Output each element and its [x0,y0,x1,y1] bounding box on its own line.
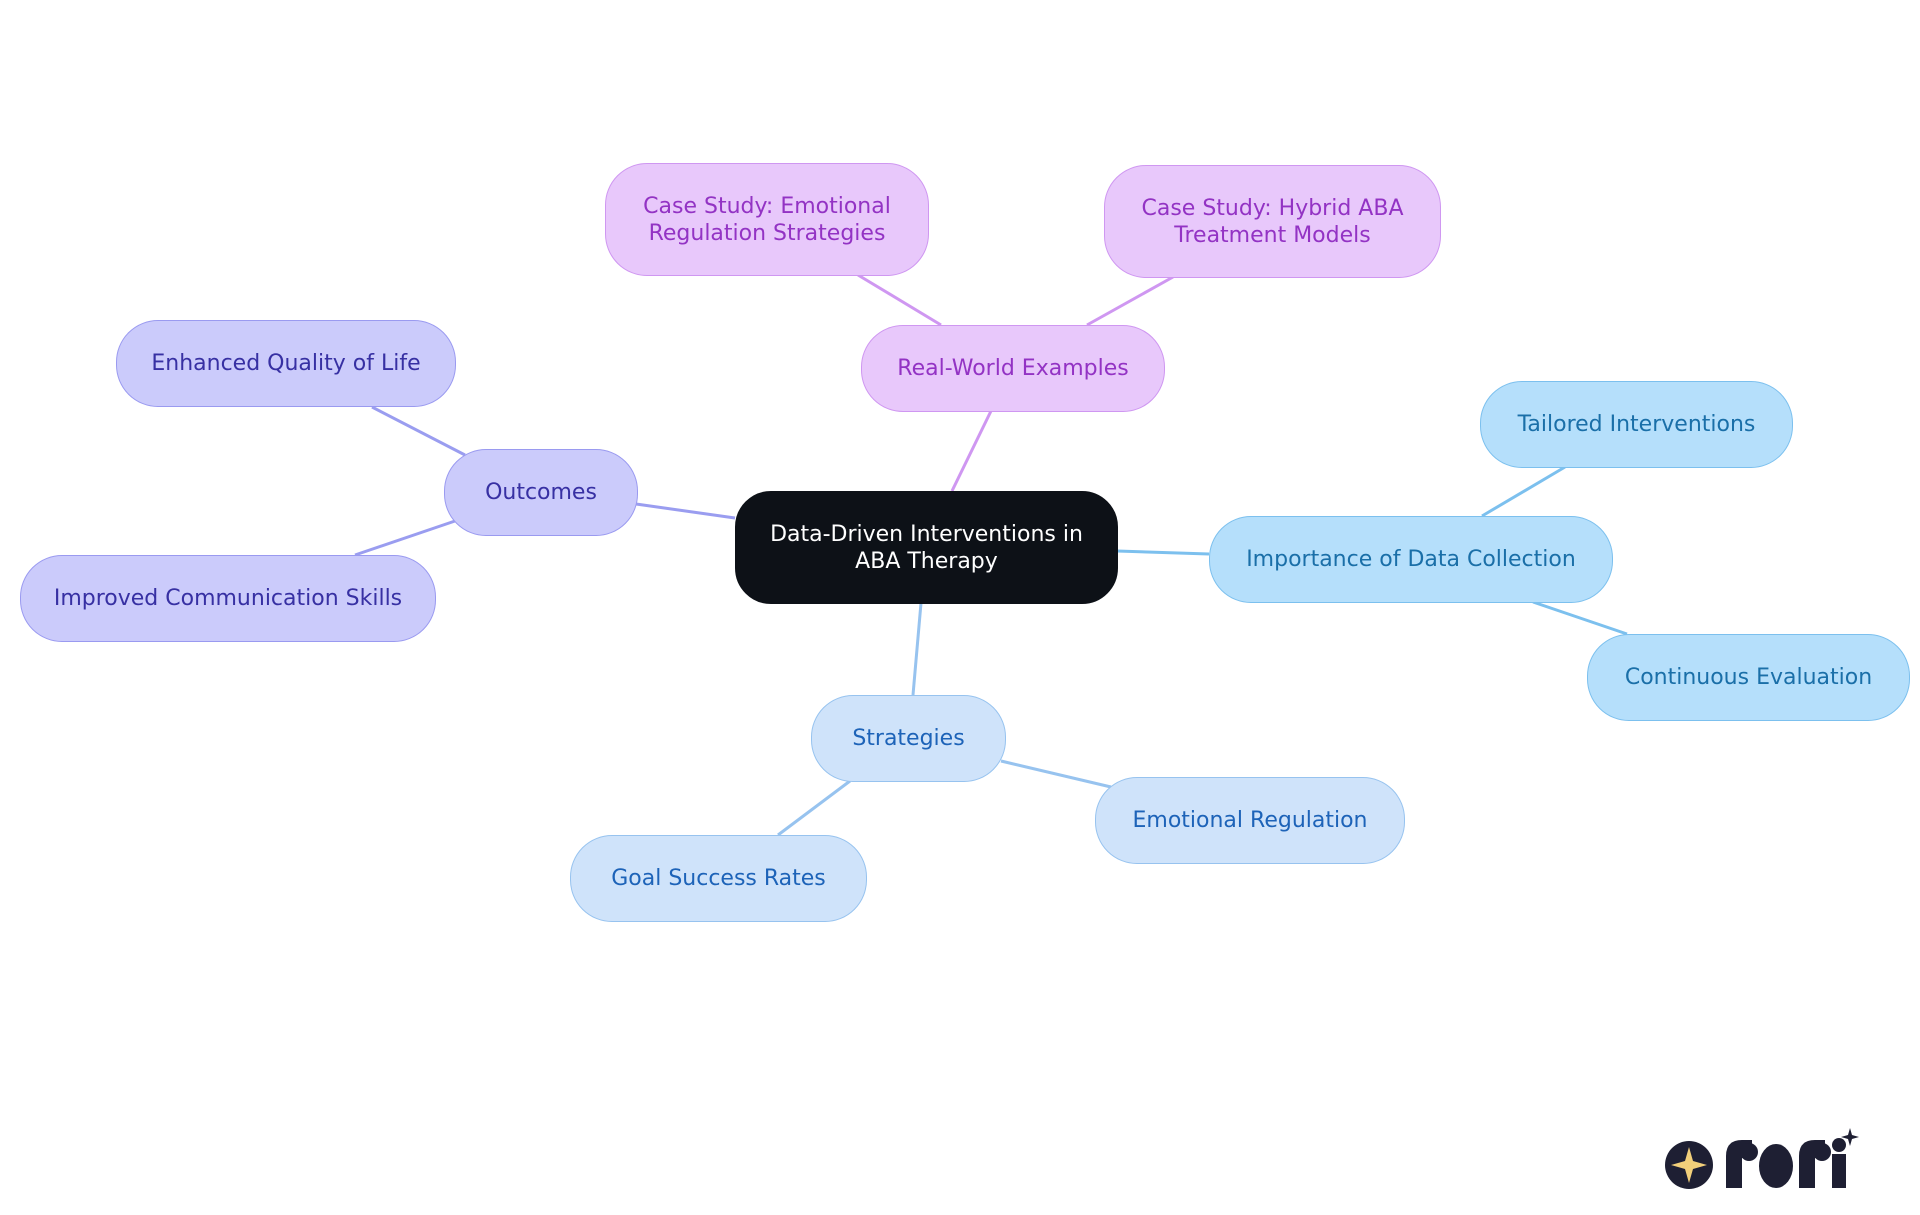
edge-data-continuous [1532,600,1628,636]
strategies-label: Strategies [852,726,965,751]
importance-of-data-collection-label: Importance of Data Collection [1246,547,1576,572]
edge-strategies-goal [777,779,851,837]
real-world-examples-node: Real-World Examples [861,325,1165,412]
emotional-regulation-node: Emotional Regulation [1095,777,1405,864]
edge-root-outcomes [635,502,736,520]
emotional-regulation-label: Emotional Regulation [1132,808,1368,833]
edge-outcomes-quality [371,405,466,457]
outcomes-node: Outcomes [444,449,638,536]
edge-root-realworld [950,410,993,492]
real-world-examples-label: Real-World Examples [897,356,1129,381]
sparkle-icon [1665,1141,1713,1189]
rori-logo [1665,1128,1859,1189]
case-study-hybrid-aba-node: Case Study: Hybrid ABA Treatment Models [1104,165,1441,278]
edge-outcomes-comm [354,519,456,557]
tailored-interventions-label: Tailored Interventions [1517,412,1756,437]
edge-root-strategies [911,602,923,696]
case-study-emotional-regulation-label: Case Study: Emotional Regulation Strateg… [643,193,891,246]
enhanced-quality-of-life-node: Enhanced Quality of Life [116,320,456,407]
edge-data-tailored [1481,465,1566,518]
continuous-evaluation-label: Continuous Evaluation [1624,665,1873,690]
enhanced-quality-of-life-label: Enhanced Quality of Life [151,351,421,376]
tailored-interventions-node: Tailored Interventions [1480,381,1793,468]
case-study-emotional-regulation-node: Case Study: Emotional Regulation Strateg… [605,163,929,276]
case-study-hybrid-aba-label: Case Study: Hybrid ABA Treatment Models [1141,195,1404,248]
outcomes-label: Outcomes [485,480,597,505]
edge-strategies-emotional [1000,759,1112,789]
improved-communication-skills-label: Improved Communication Skills [53,586,403,611]
edge-realworld-case2 [1086,275,1174,327]
edge-root-data [1116,549,1210,556]
continuous-evaluation-node: Continuous Evaluation [1587,634,1910,721]
root-node: Data-Driven Interventions in ABA Therapy [735,491,1118,604]
improved-communication-skills-node: Improved Communication Skills [20,555,436,642]
root-label: Data-Driven Interventions in ABA Therapy [770,521,1083,574]
goal-success-rates-label: Goal Success Rates [611,866,826,891]
importance-of-data-collection-node: Importance of Data Collection [1209,516,1613,603]
goal-success-rates-node: Goal Success Rates [570,835,867,922]
rori-wordmark [1726,1128,1859,1188]
edge-realworld-case1 [857,273,942,327]
strategies-node: Strategies [811,695,1006,782]
